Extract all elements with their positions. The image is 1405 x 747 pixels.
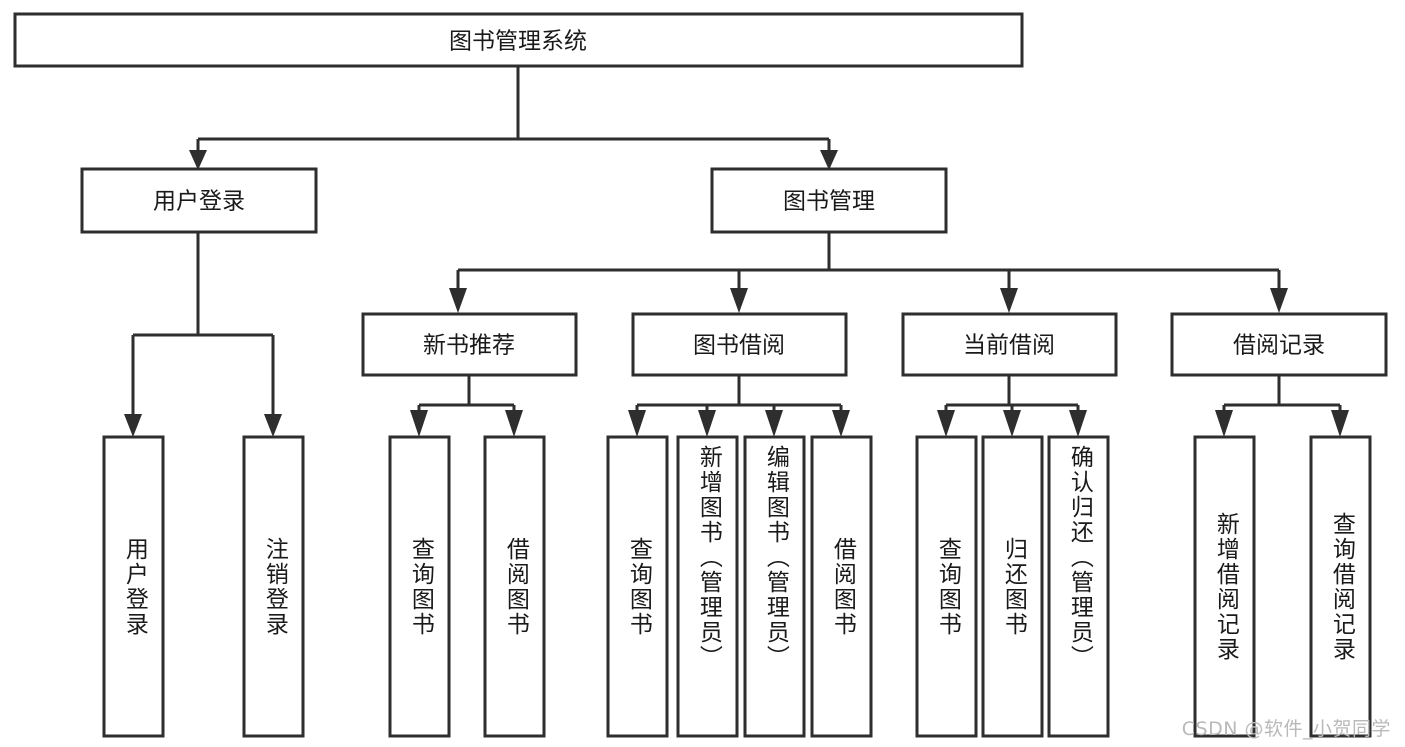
leaf-node-bb-query-book[interactable] bbox=[606, 435, 669, 738]
leaf-node-bb-edit-book[interactable] bbox=[743, 435, 806, 738]
node-book-management-label: 图书管理 bbox=[783, 189, 875, 215]
arrow-leaf-user-login bbox=[124, 414, 142, 437]
node-current-borrow[interactable] bbox=[901, 312, 1118, 377]
node-borrow-record[interactable] bbox=[1170, 312, 1388, 377]
arrow-to-current-borrow bbox=[1000, 288, 1018, 313]
arrow-to-book-mgmt bbox=[820, 150, 838, 170]
arrow-leaf-bb-add bbox=[698, 410, 716, 437]
node-borrow-record-label: 借阅记录 bbox=[1233, 333, 1325, 359]
arrow-leaf-bb-query bbox=[628, 410, 646, 437]
arrow-leaf-logout bbox=[264, 414, 282, 437]
node-book-borrow-label: 图书借阅 bbox=[693, 333, 785, 359]
watermark-text: CSDN @软件_小贺同学 bbox=[1181, 718, 1391, 740]
leaf-node-logout[interactable] bbox=[242, 435, 305, 738]
leaf-node-cb-return-book[interactable] bbox=[981, 435, 1044, 738]
node-layer: 图书管理系统 用户登录 图书管理 新书推荐 图书借阅 当前借阅 借阅记录 bbox=[13, 12, 1388, 738]
arrow-leaf-br-query bbox=[1331, 410, 1349, 437]
arrow-leaf-newbook-borrow bbox=[505, 410, 523, 437]
arrow-leaf-br-add bbox=[1215, 410, 1233, 437]
node-root-label: 图书管理系统 bbox=[449, 29, 587, 55]
node-user-login[interactable] bbox=[80, 167, 318, 234]
connector-layer bbox=[124, 66, 1349, 437]
arrow-leaf-bb-borrow bbox=[832, 410, 850, 437]
node-new-book-recommend-label: 新书推荐 bbox=[423, 333, 515, 359]
leaf-node-user-login[interactable] bbox=[102, 435, 165, 738]
arrow-leaf-bb-edit bbox=[765, 410, 783, 437]
leaf-node-bb-add-book[interactable] bbox=[676, 435, 739, 738]
leaf-node-bb-borrow-book[interactable] bbox=[810, 435, 873, 738]
arrow-to-new-book bbox=[449, 288, 467, 313]
node-user-login-label: 用户登录 bbox=[153, 189, 245, 215]
leaf-node-br-query-record[interactable] bbox=[1309, 435, 1372, 738]
arrow-leaf-newbook-query bbox=[410, 410, 428, 437]
leaf-node-br-add-record[interactable] bbox=[1193, 435, 1256, 738]
arrow-leaf-cb-confirm bbox=[1069, 410, 1087, 437]
leaf-node-cb-confirm-return[interactable] bbox=[1047, 435, 1110, 738]
node-root-book-management-system[interactable] bbox=[13, 12, 1024, 68]
leaf-node-newbook-query-book[interactable] bbox=[388, 435, 451, 738]
arrow-to-borrow-record bbox=[1270, 288, 1288, 313]
arrow-to-user-login bbox=[189, 150, 207, 170]
node-current-borrow-label: 当前借阅 bbox=[963, 333, 1055, 359]
node-book-borrow[interactable] bbox=[631, 312, 848, 377]
arrow-leaf-cb-return bbox=[1003, 410, 1021, 437]
node-new-book-recommend[interactable] bbox=[361, 312, 578, 377]
arrow-to-book-borrow bbox=[730, 288, 748, 313]
leaf-node-newbook-borrow-book[interactable] bbox=[483, 435, 546, 738]
leaf-node-cb-query-book[interactable] bbox=[915, 435, 978, 738]
node-book-management[interactable] bbox=[710, 167, 948, 234]
arrow-leaf-cb-query bbox=[937, 410, 955, 437]
